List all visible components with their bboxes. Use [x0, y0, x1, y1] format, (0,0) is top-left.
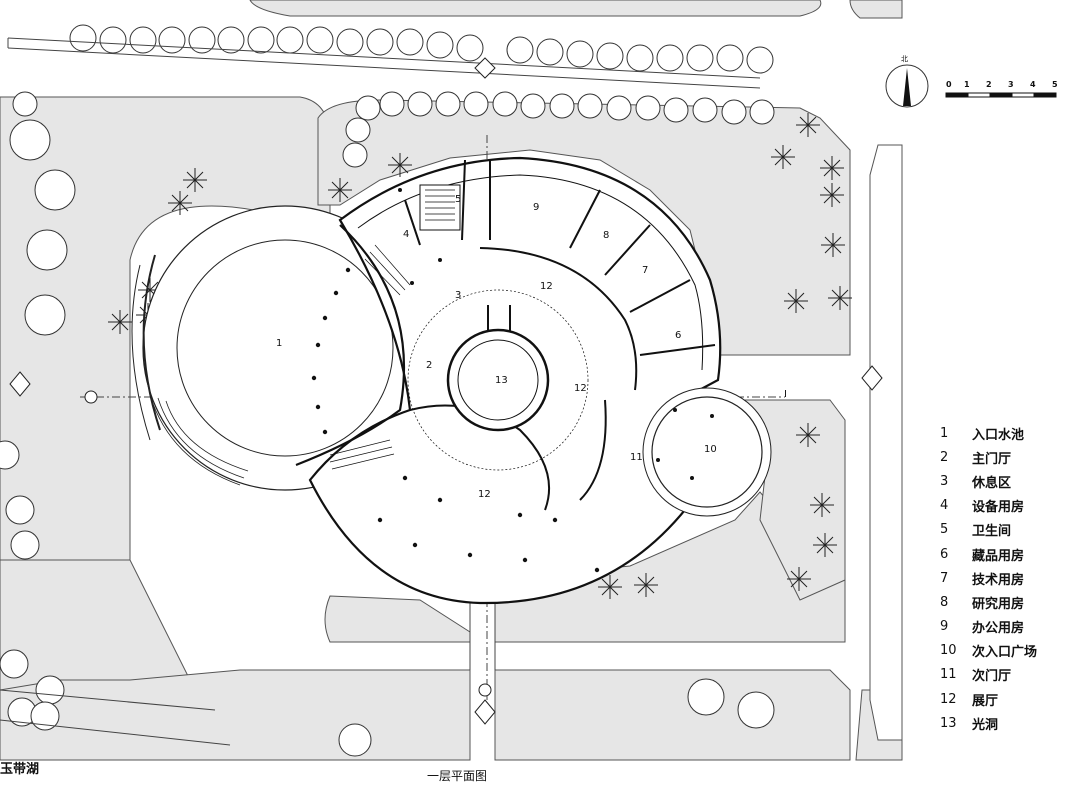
plan-label-7: 7 — [642, 265, 648, 276]
legend-row: 9 办公用房 — [936, 615, 1076, 639]
section-markers — [9, 57, 883, 725]
building — [295, 156, 722, 605]
scale-bar — [945, 92, 1057, 98]
legend-name: 设备用房 — [972, 500, 1025, 516]
legend-row: 2 主门厅 — [936, 445, 1076, 469]
legend-name: 入口水池 — [972, 427, 1025, 443]
gallery-dotted-ring — [407, 289, 589, 471]
legend-num: 10 — [940, 643, 957, 659]
scale-tick-2: 2 — [986, 80, 992, 89]
plan-label-8: 8 — [603, 230, 609, 241]
plan-label-10: 10 — [704, 444, 717, 455]
plan-label-12c: 12 — [478, 489, 491, 500]
legend-num: 11 — [940, 667, 957, 683]
plan-label-9: 9 — [533, 202, 539, 213]
plan-room-numbers: 1 2 3 4 5 6 7 8 9 10 11 12 12 12 13 — [276, 194, 717, 500]
room-partition-6b — [639, 344, 716, 356]
legend-row: 5 卫生间 — [936, 518, 1076, 542]
north-label: 北 — [901, 55, 908, 63]
legend-name: 主门厅 — [972, 451, 1012, 467]
hall-wall-lower — [409, 404, 551, 511]
plan-label-13: 13 — [495, 375, 508, 386]
secondary-plaza — [642, 387, 772, 517]
legend-name: 展厅 — [972, 693, 999, 709]
plan-label-12b: 12 — [574, 383, 587, 394]
sw-bottom-block — [0, 669, 471, 761]
legend-num: 13 — [940, 715, 957, 731]
north-arrow-icon — [885, 64, 929, 108]
scale-tick-0: 0 — [946, 80, 952, 89]
scale-numbers: 0 1 2 3 4 5 — [944, 80, 1064, 90]
stair-core — [419, 184, 461, 231]
room-partition-5 — [461, 159, 466, 241]
legend-row: 11 次门厅 — [936, 663, 1076, 687]
legend-row: 3 休息区 — [936, 469, 1076, 493]
room-partition-6 — [629, 279, 691, 313]
plan-label-2: 2 — [426, 360, 432, 371]
legend-name: 藏品用房 — [972, 548, 1025, 564]
legend-row: 7 技术用房 — [936, 566, 1076, 590]
legend-name: 卫生间 — [972, 524, 1012, 540]
tree-canopies — [0, 24, 775, 757]
legend-num: 7 — [940, 570, 949, 586]
north-lawn — [317, 99, 851, 356]
plan-label-5: 5 — [455, 194, 461, 205]
plan-label-11: 11 — [630, 452, 643, 463]
room-partition-7 — [604, 224, 651, 276]
legend-num: 3 — [940, 473, 949, 489]
legend-row: 10 次入口广场 — [936, 639, 1076, 663]
plan-label-1: 1 — [276, 338, 282, 349]
sw-lawn — [324, 595, 471, 643]
legend-row: 6 藏品用房 — [936, 542, 1076, 566]
plan-label-6: 6 — [675, 330, 681, 341]
top-road-block — [249, 0, 822, 17]
columns — [311, 188, 714, 573]
scale-tick-3: 3 — [1008, 80, 1014, 89]
legend-row: 8 研究用房 — [936, 590, 1076, 614]
legend-name: 光洞 — [972, 717, 999, 733]
legend-row: 12 展厅 — [936, 687, 1076, 711]
top-right-block — [849, 0, 903, 19]
plan-label-4: 4 — [403, 229, 409, 240]
legend-name: 研究用房 — [972, 596, 1025, 612]
legend-num: 5 — [940, 522, 949, 538]
legend-name: 休息区 — [972, 475, 1012, 491]
gallery-wall-east — [579, 399, 607, 501]
legend-num: 6 — [940, 546, 949, 562]
legend-num: 4 — [940, 498, 949, 514]
legend-name: 次门厅 — [972, 669, 1012, 685]
legend-num: 12 — [940, 691, 957, 707]
entrance-pool — [131, 205, 428, 491]
legend-num: 8 — [940, 594, 949, 610]
section-mark-i: I — [784, 389, 787, 400]
drawing-title: 一层平面图 — [427, 769, 488, 783]
scale-tick-5: 5 — [1052, 80, 1058, 89]
south-bottom-block — [494, 669, 851, 761]
legend-name: 办公用房 — [972, 621, 1025, 637]
room-partition-4 — [404, 199, 421, 246]
legend-num: 2 — [940, 449, 949, 465]
legend-row: 4 设备用房 — [936, 494, 1076, 518]
pool-steps — [149, 394, 249, 486]
legend-row: 13 光洞 — [936, 711, 1076, 735]
legend-name: 次入口广场 — [972, 645, 1038, 661]
scale-tick-1: 1 — [964, 80, 970, 89]
room-legend: 1 入口水池 2 主门厅 3 休息区 4 设备用房 5 卫生间 6 藏品用房 7 技术用房 8… — [936, 421, 1076, 735]
legend-name: 技术用房 — [972, 572, 1025, 588]
entrance-wall — [295, 224, 406, 467]
plan-label-12a: 12 — [540, 281, 553, 292]
legend-row: 1 入口水池 — [936, 421, 1076, 445]
stair-west — [364, 244, 411, 296]
inner-arc-rooms — [479, 247, 638, 391]
east-strip — [869, 144, 903, 741]
lake-label: 玉带湖 — [0, 762, 40, 777]
plan-label-3: 3 — [455, 290, 461, 301]
scale-tick-4: 4 — [1030, 80, 1036, 89]
light-well-inner — [457, 339, 539, 421]
room-partition-8 — [569, 189, 601, 249]
stair-southwest — [329, 439, 395, 470]
legend-num: 1 — [940, 425, 949, 441]
legend-num: 9 — [940, 619, 949, 635]
